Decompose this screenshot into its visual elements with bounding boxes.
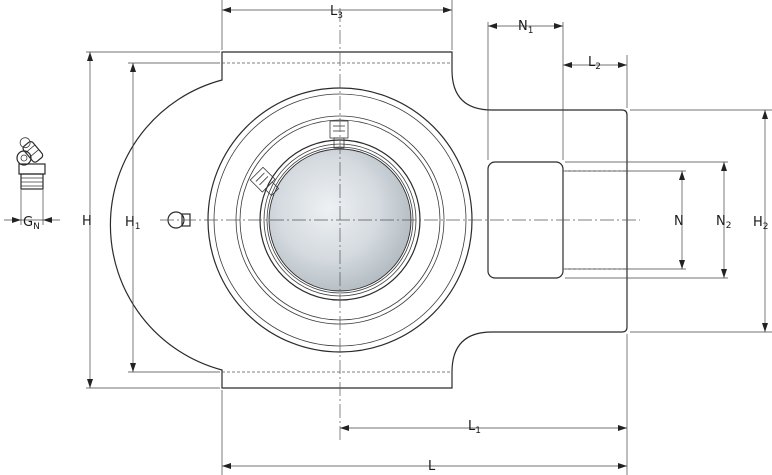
housing-outline xyxy=(109,51,628,389)
label-H2: H2 xyxy=(753,215,769,232)
label-GN: GN xyxy=(23,215,40,232)
label-H1: H1 xyxy=(125,215,141,232)
dimension-labels: L3 N1 L2 H H1 GN N N2 H2 L1 L xyxy=(23,4,769,474)
label-L3: L3 xyxy=(330,4,343,21)
label-H: H xyxy=(82,214,92,229)
label-L1: L1 xyxy=(468,419,481,436)
label-L: L xyxy=(428,459,436,474)
dimension-lines xyxy=(4,0,772,475)
label-N: N xyxy=(674,214,684,229)
set-screw-angled xyxy=(249,166,280,197)
grease-fitting-detail xyxy=(16,137,46,225)
label-N1: N1 xyxy=(518,19,533,36)
center-lines xyxy=(160,8,640,442)
label-N2: N2 xyxy=(716,214,731,231)
set-screw-top xyxy=(329,120,349,149)
label-L2: L2 xyxy=(588,55,601,72)
